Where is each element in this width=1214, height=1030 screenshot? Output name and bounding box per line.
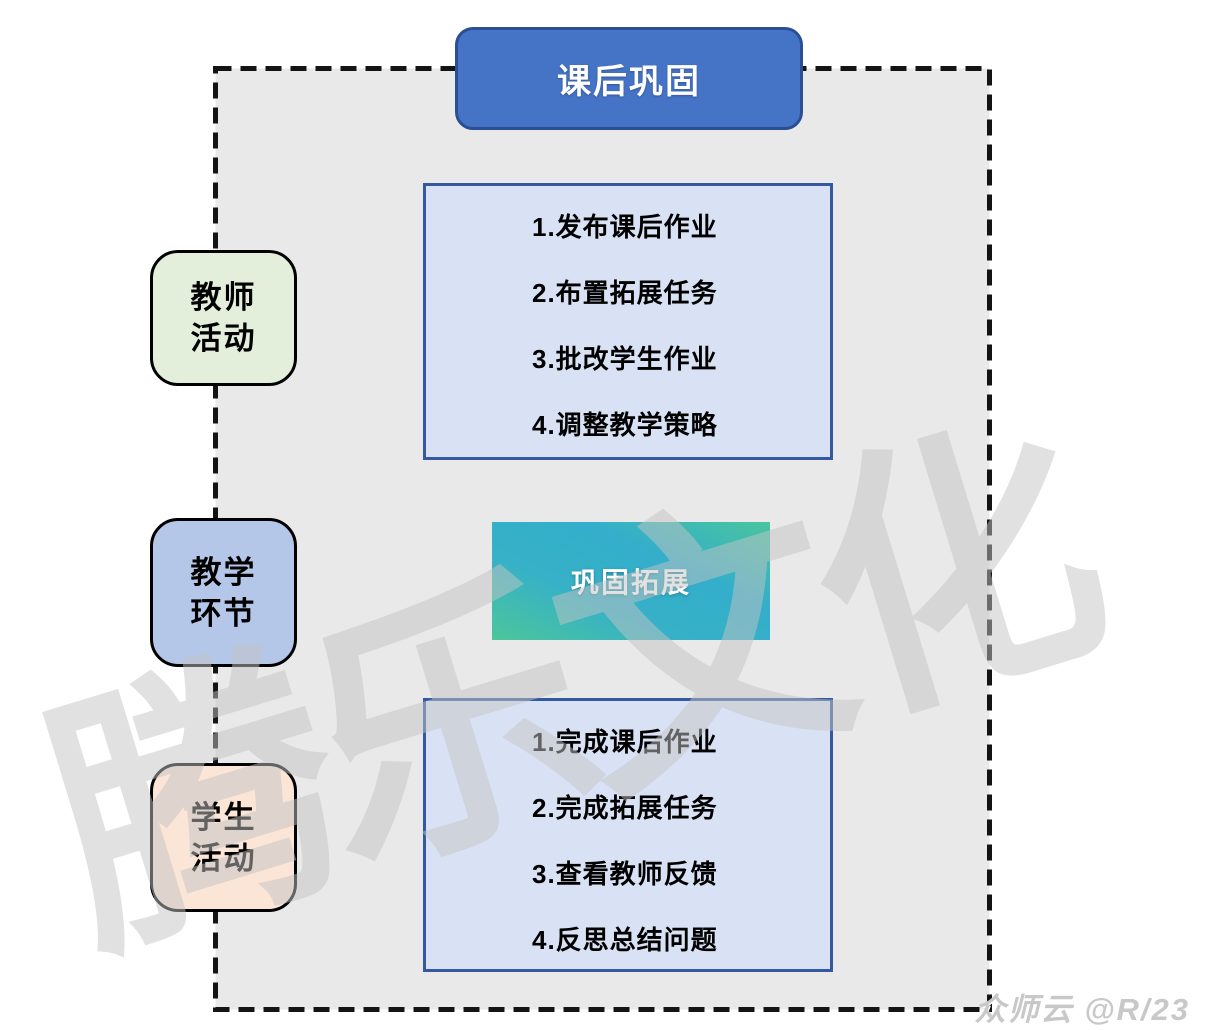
teacher-tasks-box: 1.发布课后作业 2.布置拓展任务 3.批改学生作业 4.调整教学策略	[423, 183, 833, 460]
teacher-task-item: 2.布置拓展任务	[532, 277, 718, 308]
lane-label-line: 学生	[190, 799, 257, 835]
teacher-task-item: 1.发布课后作业	[532, 211, 718, 242]
lane-teacher-activities: 教师 活动	[150, 250, 297, 386]
lane-label-line: 教学	[190, 554, 257, 590]
page-title: 课后巩固	[557, 63, 701, 101]
title-box: 课后巩固	[455, 27, 803, 130]
lane-teaching-stage: 教学 环节	[150, 518, 297, 667]
lane-label-line: 环节	[190, 595, 257, 631]
student-task-item: 4.反思总结问题	[532, 924, 718, 955]
teacher-task-item: 4.调整教学策略	[532, 409, 718, 440]
student-task-item: 1.完成课后作业	[532, 726, 718, 757]
stage-label: 巩固拓展	[570, 567, 691, 598]
lane-student-activities: 学生 活动	[150, 763, 297, 912]
lane-label-line: 活动	[190, 840, 257, 876]
student-task-item: 3.查看教师反馈	[532, 858, 718, 889]
lane-label-line: 活动	[190, 321, 257, 356]
student-task-item: 2.完成拓展任务	[532, 792, 718, 823]
student-tasks-box: 1.完成课后作业 2.完成拓展任务 3.查看教师反馈 4.反思总结问题	[423, 698, 833, 972]
teacher-task-item: 3.批改学生作业	[532, 343, 718, 374]
stage-box: 巩固拓展	[492, 522, 770, 640]
lane-label-line: 教师	[190, 280, 257, 315]
